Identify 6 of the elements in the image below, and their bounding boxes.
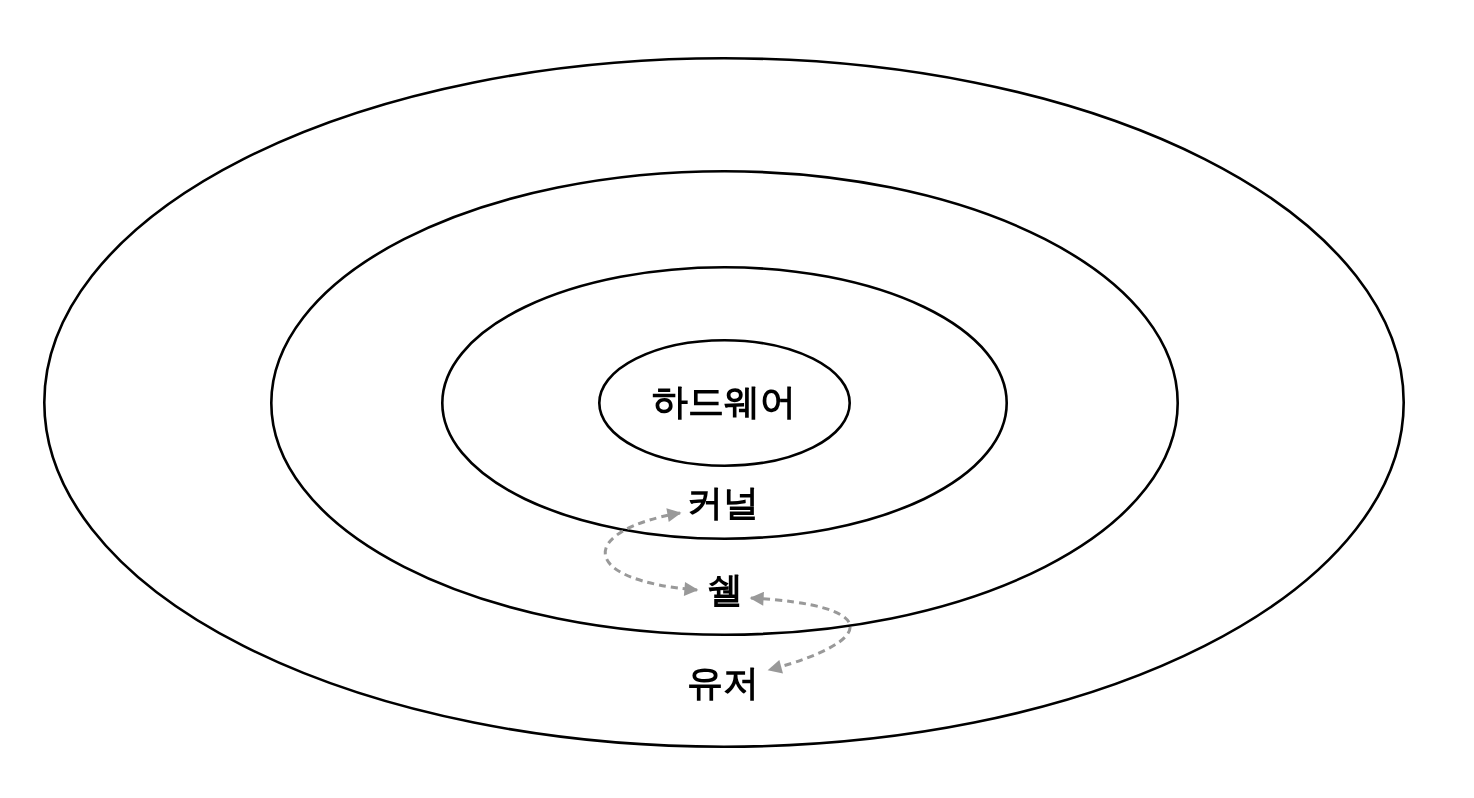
layer-label: 유저 [687,665,759,701]
double-arrow [749,592,852,674]
layer-label: 하드웨어 [652,384,796,420]
layer-label: 쉘 [707,572,743,608]
layer-label: 커널 [687,485,759,521]
double-arrow [603,508,699,596]
